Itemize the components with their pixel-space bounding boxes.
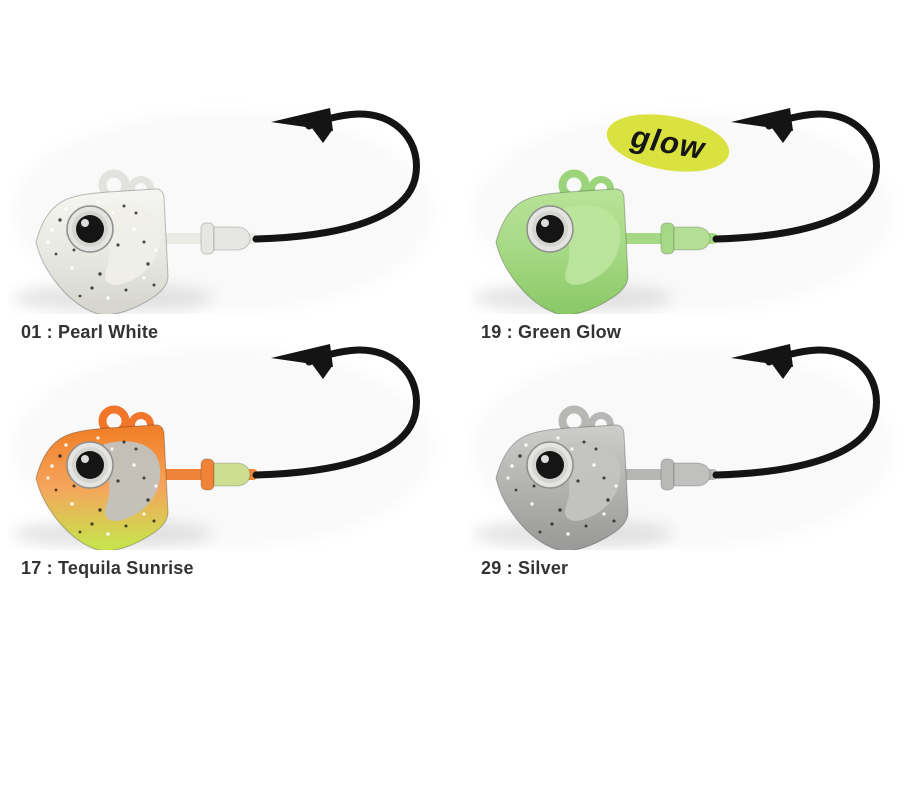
keeper-collar <box>660 458 711 491</box>
cheek-plate <box>561 205 621 285</box>
speckles-light <box>506 436 618 536</box>
product-card-pearl-white: 01 : Pearl White <box>8 82 453 343</box>
hook-point <box>271 108 333 131</box>
jig-eye <box>526 441 574 489</box>
hook-barb <box>769 360 793 379</box>
keeper-collar <box>200 222 251 255</box>
jig-head <box>35 424 169 550</box>
hook-bend <box>252 346 420 479</box>
product-label: 17 : Tequila Sunrise <box>21 558 194 578</box>
hook-barb <box>769 124 793 143</box>
jig-photo-tequila-sunrise <box>13 344 433 550</box>
jig-photo-green-glow <box>473 108 893 314</box>
jig-head <box>495 424 629 550</box>
speckles-light <box>46 436 158 536</box>
keeper-collar <box>660 222 711 255</box>
keeper-collar <box>200 458 251 491</box>
hook-point <box>731 344 793 367</box>
speckles-dark <box>54 440 156 534</box>
jig-photo-silver <box>473 344 893 550</box>
product-label: 01 : Pearl White <box>21 322 159 342</box>
jig-eye <box>66 205 114 253</box>
hook-barb <box>309 124 333 143</box>
jig-head <box>35 188 169 314</box>
cheek-plate <box>561 441 621 521</box>
product-card-silver: 29 : Silver <box>468 318 910 579</box>
product-card-green-glow: glow 19 : Green Glow <box>468 82 910 343</box>
hook-bend <box>712 110 880 243</box>
product-label: 19 : Green Glow <box>481 322 622 342</box>
product-label: 29 : Silver <box>481 558 569 578</box>
cheek-plate <box>101 205 161 285</box>
glow-badge-text: glow <box>628 118 708 166</box>
cheek-plate <box>101 441 161 521</box>
jig-eye <box>66 441 114 489</box>
hook-bend <box>712 346 880 479</box>
product-card-tequila-sunrise: 17 : Tequila Sunrise <box>8 318 453 579</box>
jig-eye <box>526 205 574 253</box>
speckles-dark <box>514 440 616 534</box>
hook-point <box>731 108 793 131</box>
speckles-light <box>46 200 158 300</box>
jig-head <box>495 188 629 314</box>
jig-photo-pearl-white <box>13 108 433 314</box>
hook-point <box>271 344 333 367</box>
hook-bend <box>252 110 420 243</box>
hook-barb <box>309 360 333 379</box>
